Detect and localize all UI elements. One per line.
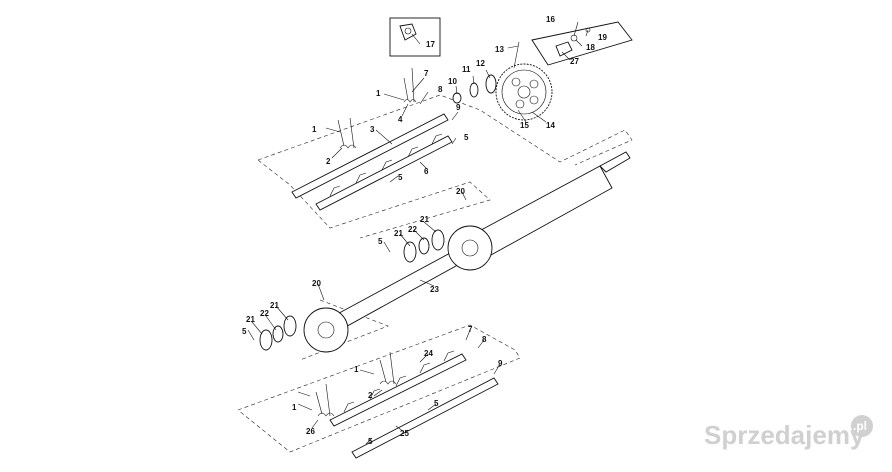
bottom-group-boundary (237, 299, 521, 453)
callout-9-top: 9 (456, 103, 461, 112)
callout-4: 4 (398, 115, 403, 124)
callout-18: 18 (586, 43, 595, 52)
sprocket-14-hole-a (511, 77, 521, 87)
callout-25: 25 (400, 429, 409, 438)
callout-7-top: 7 (424, 69, 429, 78)
callout-23: 23 (430, 285, 439, 294)
shaft-25 (351, 377, 499, 459)
bearing-12 (485, 74, 497, 94)
sprocket-14-hole-c (515, 99, 525, 109)
inset-box-16-18-19-27 (531, 21, 633, 66)
callout-7-bottom: 7 (468, 325, 473, 334)
callout-10: 10 (448, 77, 457, 86)
star-wheel-upper (447, 225, 493, 271)
spring-26-lower (315, 383, 335, 417)
callout-14: 14 (546, 121, 555, 130)
callout-5-bottom-b: 5 (368, 437, 373, 446)
part-19-pin (585, 27, 591, 33)
callout-21-lower-b: 21 (270, 301, 279, 310)
callout-8-top: 8 (438, 85, 443, 94)
bolt-13 (513, 41, 520, 69)
callout-5-mid: 5 (398, 173, 403, 182)
finger-bar-6-teeth (329, 133, 443, 197)
shaft-3 (291, 113, 449, 199)
callout-21-upper-b: 21 (420, 215, 429, 224)
callout-5-top: 5 (464, 133, 469, 142)
callout-1-top: 1 (376, 89, 381, 98)
callout-22-lower: 22 (260, 309, 269, 318)
finger-bar-6 (315, 135, 453, 211)
callout-3: 3 (370, 125, 375, 134)
callout-20-top: 20 (456, 187, 465, 196)
sprocket-14-hole-d (529, 95, 539, 105)
callout-24: 24 (424, 349, 433, 358)
top-group-boundary (257, 94, 633, 239)
bearing-21-lower-b (283, 315, 297, 337)
callout-20-lower: 20 (312, 279, 321, 288)
inset-box-17 (389, 17, 441, 57)
callout-17: 17 (426, 40, 435, 49)
leader-lines (247, 21, 589, 445)
callout-9-bottom: 9 (498, 359, 503, 368)
sprocket-14 (495, 63, 553, 121)
bearing-21-upper-b (431, 229, 445, 251)
star-wheel-upper-hub (461, 239, 479, 257)
spacer-10 (452, 92, 462, 104)
sprocket-14-hole-b (529, 79, 539, 89)
seal-22-lower (272, 325, 284, 343)
seal-22-upper (418, 237, 430, 255)
callout-27: 27 (570, 57, 579, 66)
finger-bar-24-teeth (343, 350, 455, 413)
part-17-bracket (399, 23, 417, 41)
bearing-21-lower-a (259, 329, 273, 351)
spring-4-upper (403, 67, 417, 103)
callout-22-upper: 22 (408, 225, 417, 234)
finger-bar-24 (329, 353, 467, 427)
sprocket-14-hub (517, 85, 531, 99)
star-wheel-lower (303, 307, 349, 353)
callout-5-lower: 5 (242, 327, 247, 336)
watermark-suffix: .pl (853, 419, 867, 433)
callout-11: 11 (462, 65, 471, 74)
callout-2-top: 2 (326, 157, 331, 166)
part-17-hole (404, 27, 412, 35)
callout-16: 16 (546, 15, 555, 24)
callout-1-mid: 1 (312, 125, 317, 134)
callout-21-lower-a: 21 (246, 315, 255, 324)
callout-12: 12 (476, 59, 485, 68)
part-27-bracket (555, 41, 573, 57)
watermark-text: Sprzedajemy (704, 420, 865, 450)
spring-2-lower (379, 351, 397, 385)
sprocket-14-rim (501, 69, 547, 115)
callout-21-upper-a: 21 (394, 229, 403, 238)
callout-26: 26 (306, 427, 315, 436)
callout-1-bottom-a: 1 (354, 365, 359, 374)
callout-19: 19 (598, 33, 607, 42)
callout-2-bottom: 2 (368, 391, 373, 400)
main-shaft-23-end (599, 151, 631, 173)
ring-11 (469, 82, 479, 98)
bearing-21-upper-a (403, 241, 417, 263)
watermark-badge (851, 415, 873, 437)
callout-8-bottom: 8 (482, 335, 487, 344)
callout-13: 13 (495, 45, 504, 54)
callout-6: 6 (424, 167, 429, 176)
callout-15: 15 (520, 121, 529, 130)
callout-5-upper: 5 (378, 237, 383, 246)
spring-2-upper (337, 117, 357, 149)
callout-1-bottom-b: 1 (292, 403, 297, 412)
callout-5-bottom-a: 5 (434, 399, 439, 408)
star-wheel-lower-hub (317, 321, 335, 339)
